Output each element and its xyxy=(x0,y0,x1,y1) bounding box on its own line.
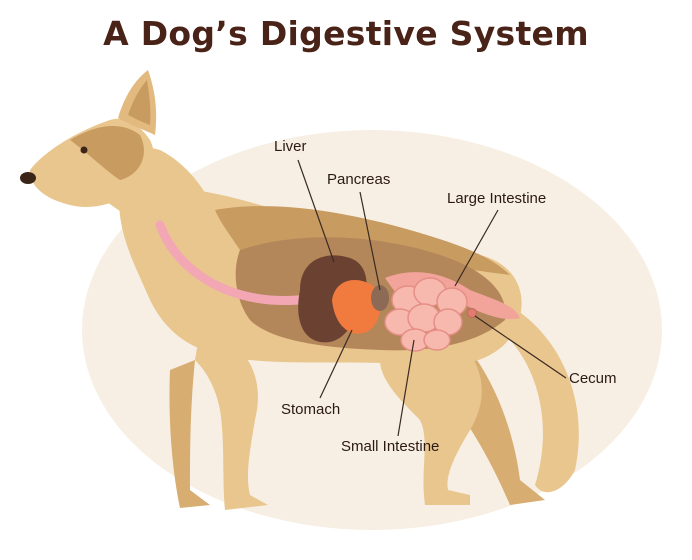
label-stomach: Stomach xyxy=(281,401,341,418)
dog-tail xyxy=(500,300,579,493)
diagram-title: A Dog’s Digestive System xyxy=(103,14,589,53)
leader-cecum xyxy=(474,315,567,379)
leader-small-intestine xyxy=(397,339,415,437)
leader-stomach xyxy=(319,329,353,399)
label-cecum: Cecum xyxy=(569,370,617,387)
dog-back-leg-near xyxy=(380,320,482,505)
dog-front-leg-far xyxy=(169,360,210,508)
dog-eye xyxy=(80,146,88,154)
small-intestine xyxy=(384,277,468,352)
pancreas xyxy=(371,285,389,311)
dog-head-shade xyxy=(70,125,144,180)
leader-pancreas xyxy=(359,191,381,291)
dog-nose xyxy=(20,172,36,184)
label-pancreas: Pancreas xyxy=(327,171,391,188)
label-small-intestine: Small Intestine xyxy=(341,438,440,455)
dog-front-leg-near xyxy=(195,330,268,510)
leader-large-intestine xyxy=(454,209,499,287)
leader-liver xyxy=(297,159,335,263)
stomach xyxy=(332,280,381,334)
label-liver: Liver xyxy=(274,138,307,155)
leader-lines xyxy=(297,159,567,437)
cecum xyxy=(467,308,477,318)
label-large-intestine: Large Intestine xyxy=(447,190,547,207)
dog-ear-inner xyxy=(128,80,151,125)
